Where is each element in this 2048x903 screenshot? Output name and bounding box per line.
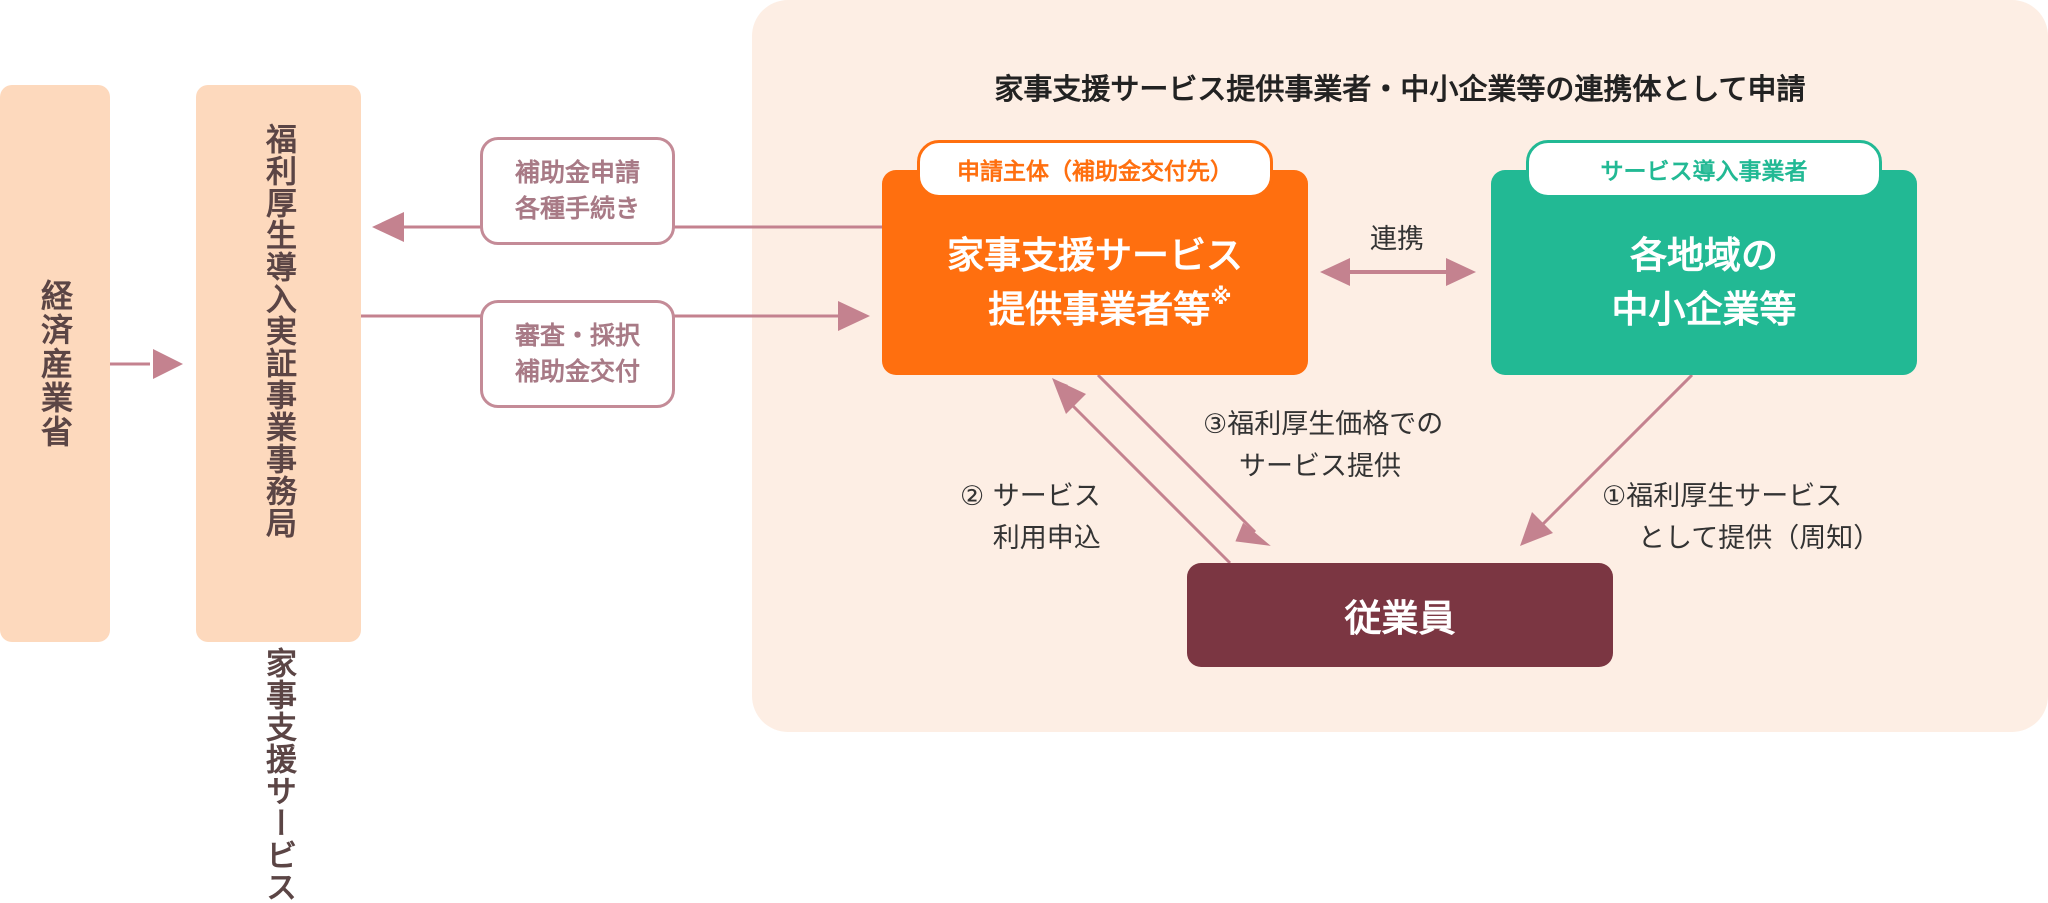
partner-tag: サービス導入事業者 bbox=[1526, 140, 1882, 198]
partner-line1: 各地域の bbox=[1630, 233, 1778, 277]
pill-review-line1: 審査・採択 bbox=[514, 321, 640, 350]
provider-note: ※ bbox=[1210, 284, 1232, 310]
step1-line1: ①福利厚生サービス bbox=[1602, 481, 1843, 512]
step3-label: ③福利厚生価格での サービス提供 bbox=[1203, 404, 1443, 488]
step1-line2: として提供（周知） bbox=[1638, 523, 1881, 554]
pill-application-line1: 補助金申請 bbox=[514, 158, 640, 187]
arrowhead-ministry bbox=[153, 349, 183, 379]
secretariat-line1: 福利厚生導入実証事業事務局 bbox=[260, 123, 296, 539]
provider-tag: 申請主体（補助金交付先） bbox=[917, 140, 1273, 198]
provider-line1: 家事支援サービス bbox=[947, 233, 1243, 277]
arrowhead-step3 bbox=[1235, 522, 1271, 546]
provider-node: 家事支援サービス 提供事業者等※ bbox=[882, 170, 1308, 375]
pill-application: 補助金申請 各種手続き bbox=[480, 137, 675, 245]
ministry-box: 経済産業省 bbox=[0, 85, 110, 642]
link-label: 連携 bbox=[1370, 224, 1424, 255]
step2-label: ② サービス 利用申込 bbox=[960, 476, 1101, 560]
arrow-step1 bbox=[1533, 373, 1694, 534]
arrowhead-link-right bbox=[1446, 258, 1476, 286]
arrowhead-application bbox=[372, 212, 404, 242]
arrowhead-step1 bbox=[1520, 512, 1553, 546]
arrowhead-step2-main bbox=[1052, 378, 1086, 414]
consortium-title: 家事支援サービス提供事業者・中小企業等の連携体として申請 bbox=[994, 72, 1806, 106]
flow-arrows bbox=[110, 212, 1694, 565]
partner-line2: 中小企業等 bbox=[1611, 287, 1797, 331]
pill-review-line2: 補助金交付 bbox=[514, 357, 640, 386]
arrowhead-review bbox=[838, 301, 870, 331]
pill-application-line2: 各種手続き bbox=[514, 194, 640, 223]
step2-line1: ② サービス bbox=[960, 481, 1101, 512]
employee-label: 従業員 bbox=[1344, 597, 1456, 640]
ministry-label: 経済産業省 bbox=[36, 278, 74, 449]
arrowhead-link-left bbox=[1320, 258, 1350, 286]
step2-line2: 利用申込 bbox=[992, 523, 1101, 554]
arrow-step3 bbox=[1096, 373, 1257, 534]
provider-line2: 提供事業者等 bbox=[988, 287, 1211, 331]
arrow-step2 bbox=[1068, 401, 1232, 565]
step1-label: ①福利厚生サービス として提供（周知） bbox=[1602, 476, 1880, 560]
step3-line1: ③福利厚生価格での bbox=[1203, 409, 1444, 440]
pill-review: 審査・採択 補助金交付 bbox=[480, 300, 675, 408]
employee-node: 従業員 bbox=[1187, 563, 1613, 667]
step3-line2: サービス提供 bbox=[1239, 451, 1401, 482]
partner-node: 各地域の 中小企業等 bbox=[1491, 170, 1917, 375]
